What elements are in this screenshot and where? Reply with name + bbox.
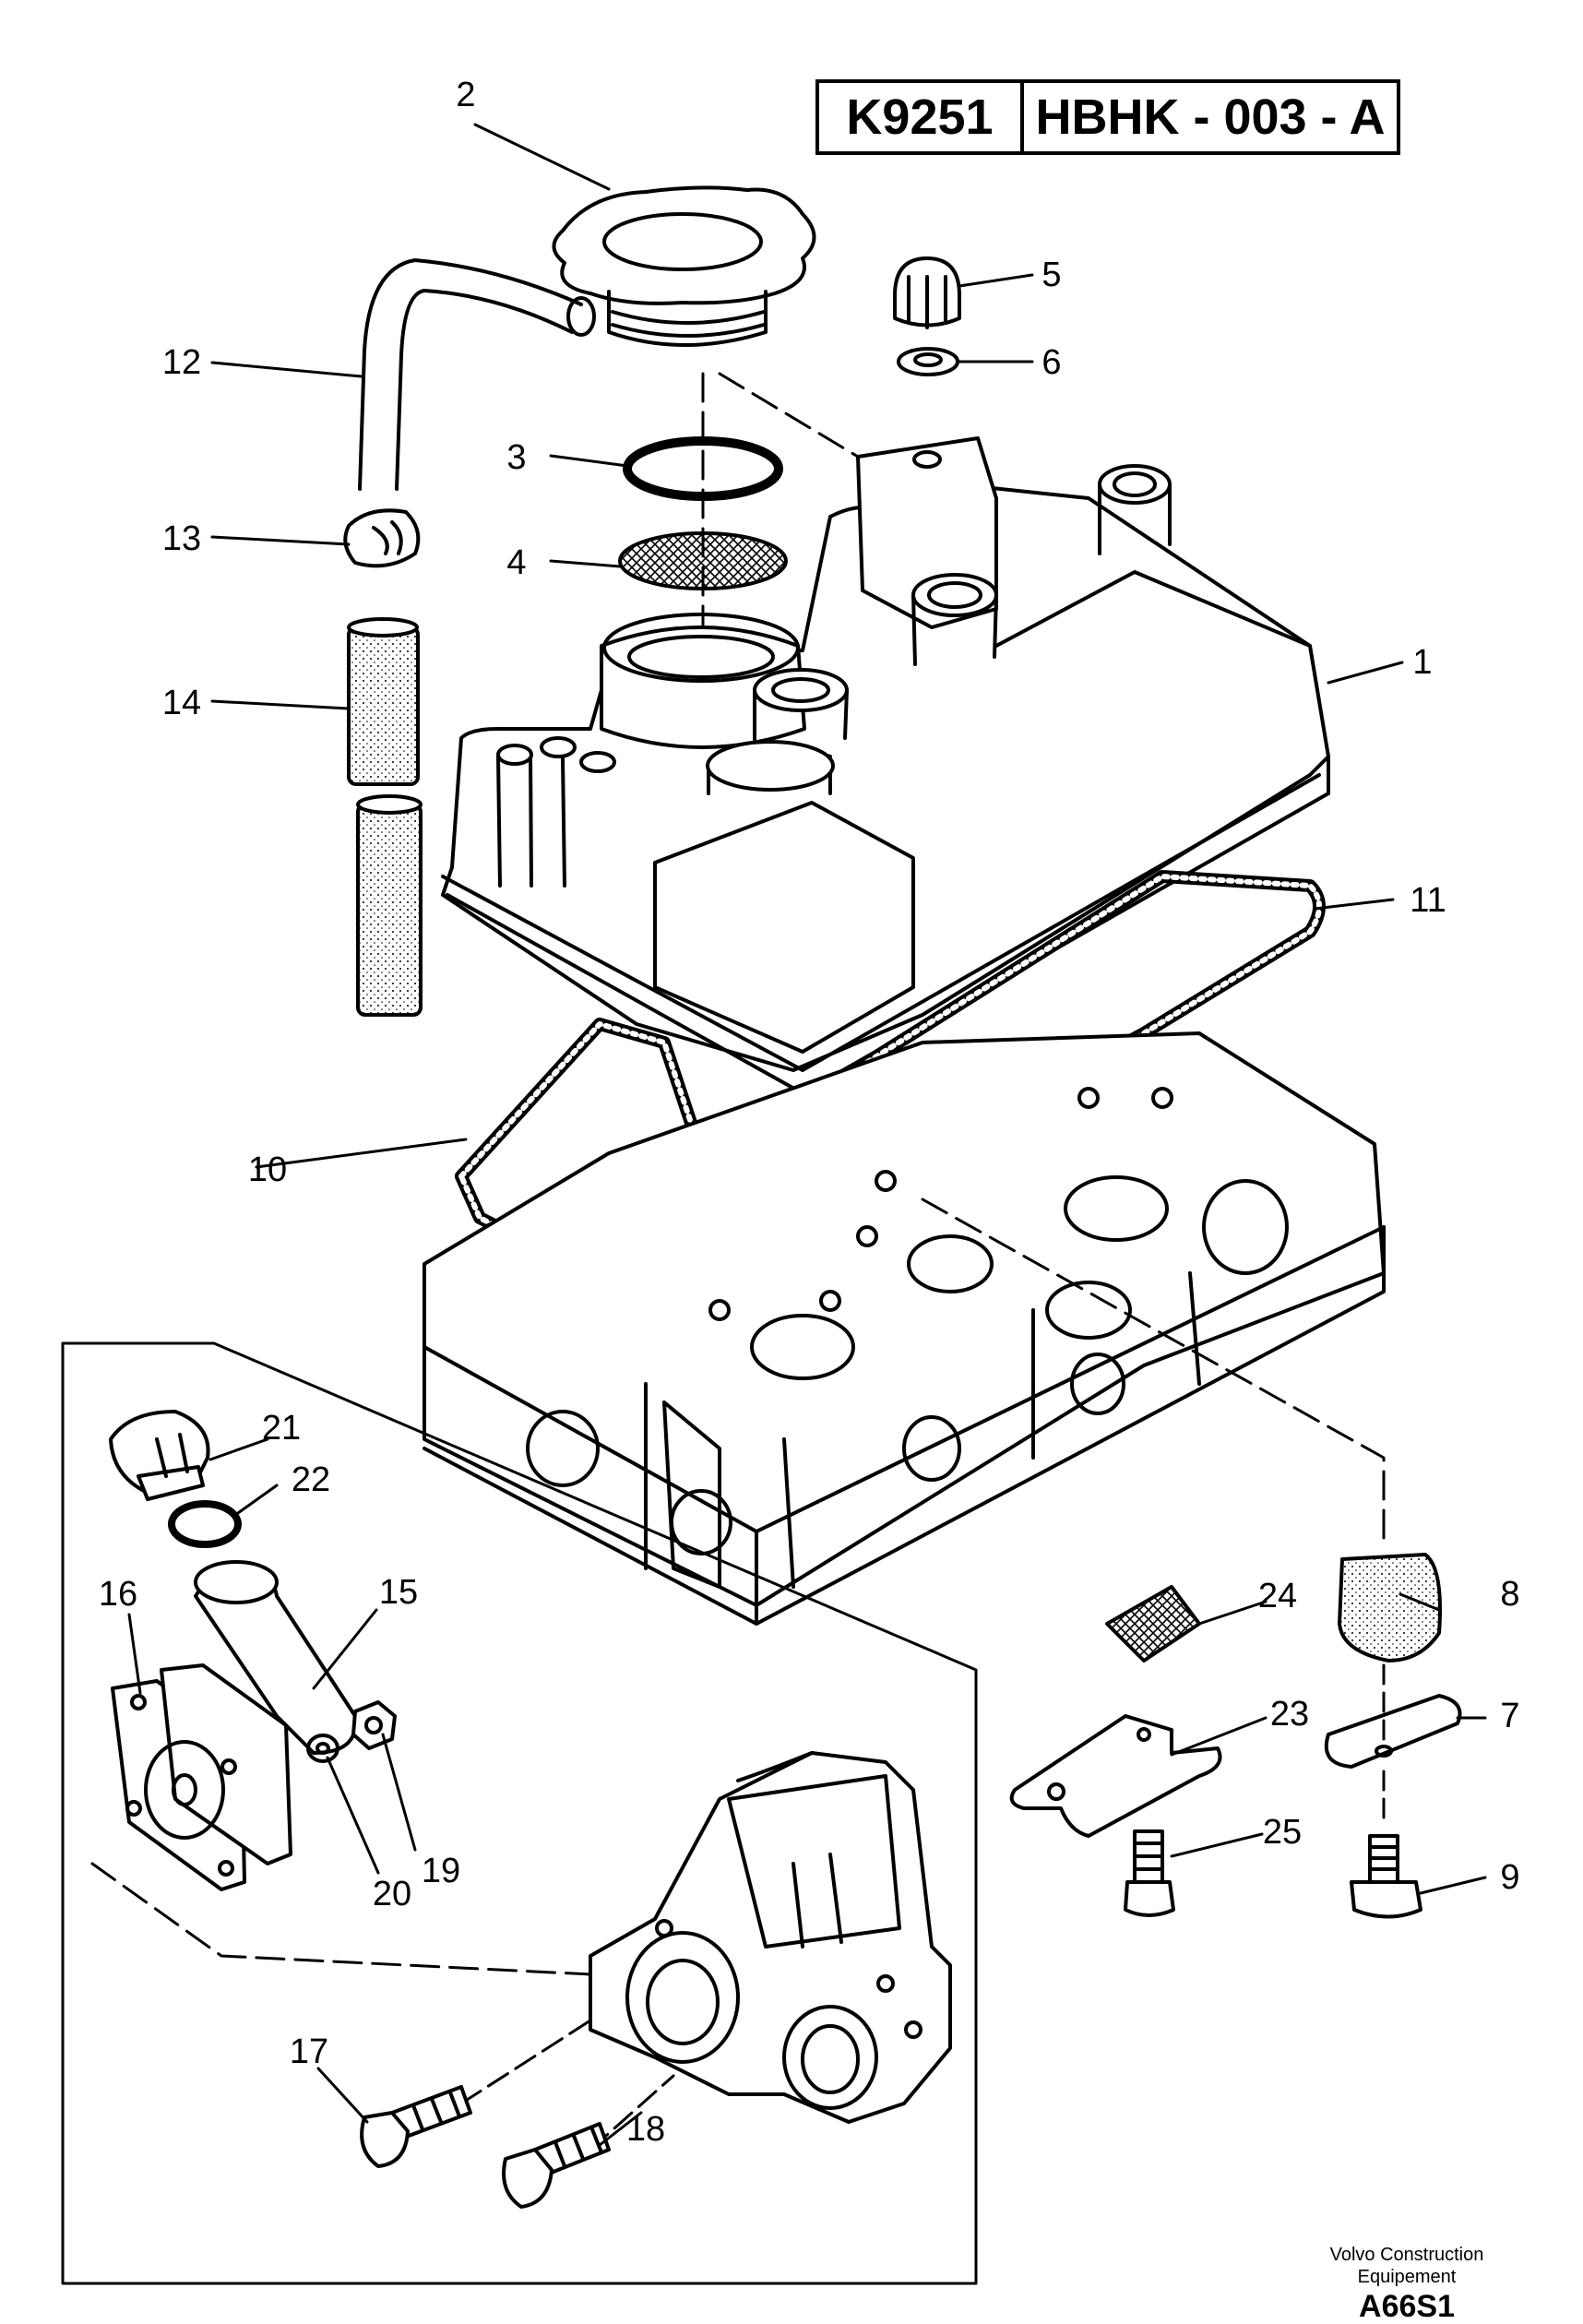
callout-leaders: [127, 123, 1487, 2147]
filler-cap: [552, 185, 816, 347]
assembly-line: [459, 2019, 592, 2105]
reference-box: K9251 HBHK - 003 - A: [815, 79, 1400, 155]
callout-9: 9: [1500, 1858, 1519, 1897]
cap-nut: [893, 256, 961, 329]
callout-23: 23: [1270, 1695, 1309, 1734]
callout-16: 16: [99, 1575, 137, 1614]
bracket-23: [1009, 1714, 1222, 1838]
brand-line-2: Equipement: [1357, 2267, 1457, 2287]
callout-8: 8: [1500, 1575, 1519, 1614]
flange-gasket: [111, 1663, 292, 1891]
callout-15: 15: [379, 1573, 418, 1612]
breather-hose: [358, 258, 596, 491]
callout-10: 10: [248, 1150, 287, 1189]
callout-21: 21: [262, 1409, 301, 1448]
callout-numbers: 1 2 3 4 5 6 7 8 9 10 11 12 13 14 15 16 1…: [99, 76, 1520, 2149]
cylinder-head: [423, 1031, 1386, 1626]
callout-22: 22: [292, 1460, 330, 1499]
bracket-plate: [1324, 1694, 1462, 1769]
reference-sheet: HBHK - 003 - A: [1035, 89, 1386, 145]
callout-5: 5: [1041, 256, 1061, 294]
clip: [1105, 1585, 1201, 1663]
assembly-line: [921, 1198, 1386, 1543]
callout-1: 1: [1412, 643, 1432, 682]
bracket-hole: [1375, 1745, 1393, 1758]
brand-line-1: Volvo Construction: [1329, 2245, 1484, 2265]
bolt-25: [1124, 1829, 1175, 1917]
callout-19: 19: [422, 1852, 460, 1890]
hose-sections: [347, 617, 423, 1017]
hose-clamp: [343, 508, 421, 568]
plug: [109, 1410, 210, 1501]
callout-14: 14: [162, 684, 201, 722]
callout-7: 7: [1500, 1697, 1519, 1735]
callout-12: 12: [162, 343, 201, 382]
inset-frame: [61, 1341, 978, 2285]
seal-ring: [168, 1500, 242, 1548]
callout-2: 2: [456, 76, 475, 114]
callout-20: 20: [373, 1875, 411, 1913]
nut-19: [351, 1700, 397, 1750]
bolt-18: [502, 2122, 611, 2209]
assembly-line: [718, 372, 860, 459]
pipe: [194, 1560, 358, 1755]
illustration-code: A66S1: [1359, 2289, 1455, 2324]
callout-3: 3: [506, 438, 526, 477]
callout-4: 4: [506, 543, 526, 582]
washer: [897, 347, 959, 376]
reference-code: K9251: [819, 83, 1024, 151]
callout-17: 17: [290, 2032, 328, 2071]
assembly-line: [90, 1862, 592, 1976]
bolt-9: [1350, 1834, 1422, 1919]
callout-18: 18: [626, 2110, 665, 2149]
callout-11: 11: [1410, 881, 1446, 920]
callout-6: 6: [1041, 343, 1061, 382]
bolt-17: [360, 2085, 472, 2168]
brand-label: Volvo Construction Equipement: [1291, 2244, 1522, 2288]
callout-24: 24: [1258, 1577, 1297, 1615]
pump-housing: [589, 1751, 952, 2124]
sponge-filter: [1338, 1553, 1442, 1663]
callout-25: 25: [1263, 1813, 1302, 1852]
washer-20: [306, 1734, 339, 1763]
callout-13: 13: [162, 519, 201, 558]
